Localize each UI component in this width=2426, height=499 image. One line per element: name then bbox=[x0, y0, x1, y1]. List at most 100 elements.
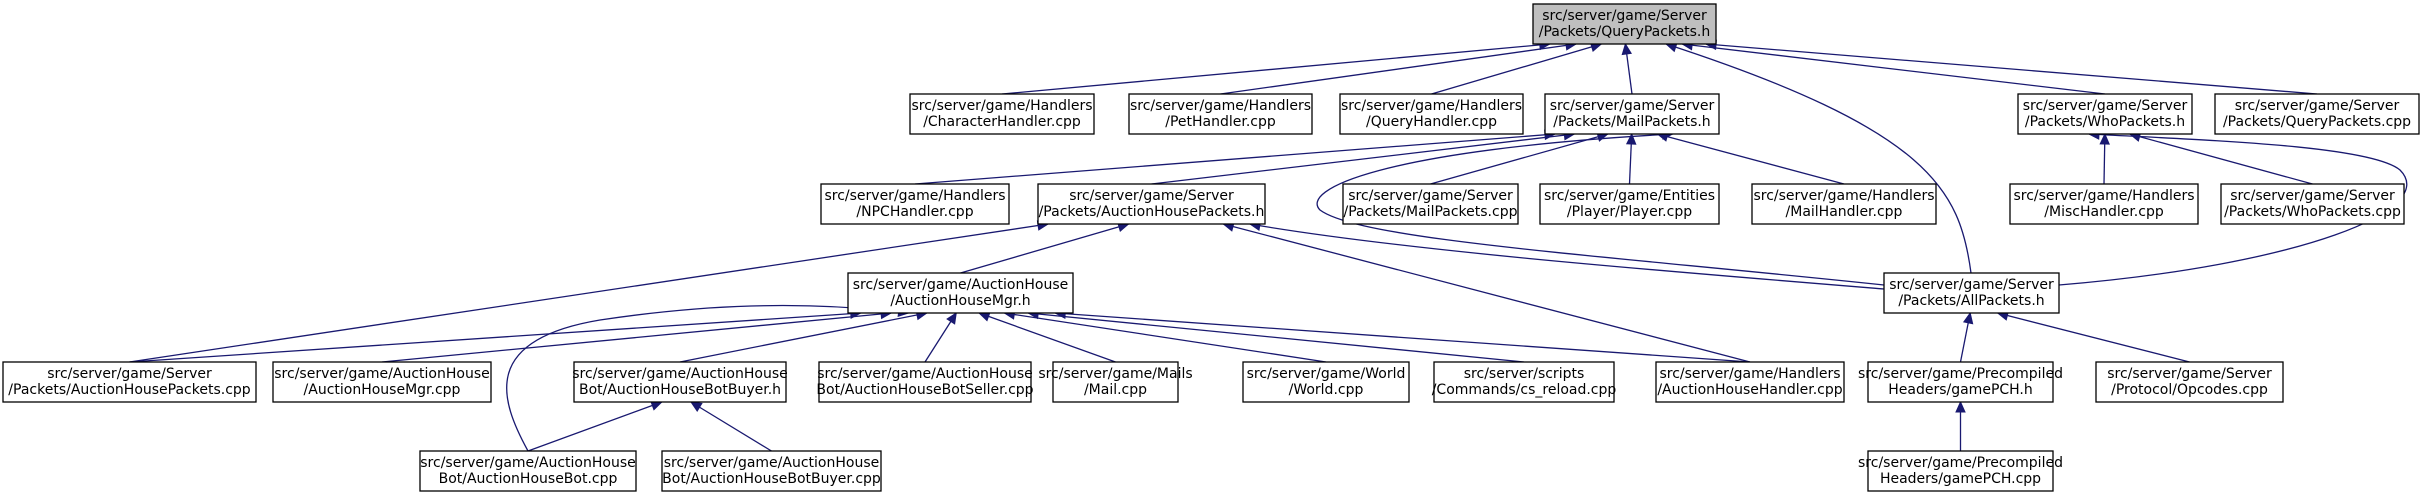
node-label-line-2: /World.cpp bbox=[1289, 382, 1364, 398]
arrowhead-n0-n4 bbox=[1621, 42, 1633, 56]
node-label-line-2: Bot/AuctionHouseBot.cpp bbox=[439, 471, 618, 487]
arrowhead-n14-n19 bbox=[946, 311, 957, 325]
node-n1[interactable]: src/server/game/Handlers/CharacterHandle… bbox=[909, 93, 1095, 135]
node-box bbox=[2095, 361, 2284, 403]
edge-n14-n18 bbox=[679, 312, 927, 363]
node-n9[interactable]: src/server/game/Server/Packets/MailPacke… bbox=[1342, 183, 1519, 225]
node-n11[interactable]: src/server/game/Handlers/MailHandler.cpp bbox=[1751, 183, 1937, 225]
edge-n4-n7 bbox=[914, 133, 1556, 185]
node-label-line-2: Bot/AuctionHouseBotBuyer.cpp bbox=[662, 471, 881, 487]
node-n5[interactable]: src/server/game/Server/Packets/WhoPacket… bbox=[2017, 93, 2193, 135]
edge-n0-n5 bbox=[1682, 43, 2106, 95]
node-n16[interactable]: src/server/game/Server/Packets/AuctionHo… bbox=[2, 361, 257, 403]
node-n10[interactable]: src/server/game/Entities/Player/Player.c… bbox=[1539, 183, 1720, 225]
node-box bbox=[2220, 183, 2405, 225]
node-label-line-2: /MailHandler.cpp bbox=[1786, 204, 1903, 220]
node-label-line-1: src/server/game/Server bbox=[1889, 277, 2054, 293]
arrowhead-n24-n28 bbox=[1955, 400, 1966, 413]
node-box bbox=[1342, 183, 1519, 225]
node-label-line-1: src/server/scripts bbox=[1464, 366, 1585, 382]
node-label-line-1: src/server/game/AuctionHouse bbox=[817, 366, 1032, 382]
node-box bbox=[1883, 272, 2060, 314]
node-n17[interactable]: src/server/game/AuctionHouse/AuctionHous… bbox=[272, 361, 492, 403]
node-label-line-1: src/server/game/Server bbox=[1550, 98, 1715, 114]
node-label-line-2: /NPCHandler.cpp bbox=[856, 204, 973, 220]
node-label-line-2: /Packets/QueryPackets.cpp bbox=[2223, 114, 2411, 130]
node-label-line-2: /Commands/cs_reload.cpp bbox=[1432, 382, 1617, 398]
node-n15[interactable]: src/server/game/Server/Packets/AllPacket… bbox=[1883, 272, 2060, 314]
node-n2[interactable]: src/server/game/Handlers/PetHandler.cpp bbox=[1128, 93, 1313, 135]
edge-n14-n17 bbox=[381, 312, 892, 363]
node-n12[interactable]: src/server/game/Handlers/MiscHandler.cpp bbox=[2009, 183, 2199, 225]
node-label-line-1: src/server/game/AuctionHouse bbox=[572, 366, 787, 382]
edge-n8-n15 bbox=[1249, 223, 1885, 290]
node-n25[interactable]: src/server/game/Server/Protocol/Opcodes.… bbox=[2095, 361, 2284, 403]
edge-n4-n15 bbox=[1316, 133, 1885, 286]
edge-n4-n11 bbox=[1657, 133, 1845, 185]
node-label-line-1: src/server/game/World bbox=[1247, 366, 1406, 382]
node-n22[interactable]: src/server/scripts/Commands/cs_reload.cp… bbox=[1432, 361, 1617, 403]
node-box bbox=[419, 450, 637, 492]
node-label-line-1: src/server/game/AuctionHouse bbox=[274, 366, 489, 382]
edge-layer bbox=[129, 39, 2408, 452]
node-label-line-2: /PetHandler.cpp bbox=[1165, 114, 1276, 130]
node-n13[interactable]: src/server/game/Server/Packets/WhoPacket… bbox=[2220, 183, 2405, 225]
node-box bbox=[847, 272, 1074, 314]
node-box bbox=[272, 361, 492, 403]
node-label-line-1: src/server/game/AuctionHouse bbox=[853, 277, 1068, 293]
edge-n5-n13 bbox=[2129, 133, 2313, 185]
node-label-line-1: src/server/game/Server bbox=[1348, 188, 1513, 204]
node-box bbox=[573, 361, 787, 403]
node-n28[interactable]: src/server/game/PrecompiledHeaders/gameP… bbox=[1858, 450, 2063, 492]
node-box bbox=[1052, 361, 1179, 403]
node-label-line-1: src/server/game/Server bbox=[47, 366, 212, 382]
node-label-line-2: /CharacterHandler.cpp bbox=[923, 114, 1081, 130]
node-label-line-2: /Packets/MailPackets.h bbox=[1553, 114, 1710, 130]
node-n19[interactable]: src/server/game/AuctionHouseBot/AuctionH… bbox=[816, 361, 1034, 403]
edge-n0-n1 bbox=[1001, 43, 1550, 95]
edge-n0-n15 bbox=[1665, 43, 1972, 274]
node-n4[interactable]: src/server/game/Server/Packets/MailPacke… bbox=[1544, 93, 1720, 135]
node-label-line-2: Bot/AuctionHouseBotSeller.cpp bbox=[816, 382, 1033, 398]
node-n23[interactable]: src/server/game/Handlers/AuctionHouseHan… bbox=[1655, 361, 1845, 403]
node-label-line-1: src/server/game/Handlers bbox=[1659, 366, 1840, 382]
node-n27[interactable]: src/server/game/AuctionHouseBot/AuctionH… bbox=[661, 450, 882, 492]
edge-n14-n20 bbox=[978, 312, 1116, 363]
node-label-line-2: /Player/Player.cpp bbox=[1567, 204, 1692, 220]
node-n20[interactable]: src/server/game/Mails/Mail.cpp bbox=[1038, 361, 1193, 403]
node-n6[interactable]: src/server/game/Server/Packets/QueryPack… bbox=[2214, 93, 2420, 135]
node-label-line-1: src/server/game/Precompiled bbox=[1858, 366, 2063, 382]
node-label-line-2: /AuctionHouseMgr.h bbox=[890, 293, 1030, 309]
arrowhead-n4-n10 bbox=[1625, 132, 1637, 145]
node-label-line-1: src/server/game/Server bbox=[1069, 188, 1234, 204]
node-label-line-2: /Packets/WhoPackets.h bbox=[2025, 114, 2185, 130]
node-label-line-2: /Packets/WhoPackets.cpp bbox=[2224, 204, 2401, 220]
node-box bbox=[1539, 183, 1720, 225]
edge-n0-n6 bbox=[1705, 43, 2318, 95]
node-label-line-2: /MiscHandler.cpp bbox=[2044, 204, 2164, 220]
node-n0[interactable]: src/server/game/Server/Packets/QueryPack… bbox=[1532, 3, 1717, 45]
node-n21[interactable]: src/server/game/World/World.cpp bbox=[1242, 361, 1410, 403]
node-n7[interactable]: src/server/game/Handlers/NPCHandler.cpp bbox=[820, 183, 1010, 225]
node-n14[interactable]: src/server/game/AuctionHouse/AuctionHous… bbox=[847, 272, 1074, 314]
node-n3[interactable]: src/server/game/Handlers/QueryHandler.cp… bbox=[1339, 93, 1524, 135]
edge-n8-n23 bbox=[1223, 223, 1751, 363]
node-n26[interactable]: src/server/game/AuctionHouseBot/AuctionH… bbox=[419, 450, 637, 492]
node-box bbox=[1339, 93, 1524, 135]
node-label-line-2: /AuctionHouseHandler.cpp bbox=[1657, 382, 1842, 398]
node-box bbox=[1037, 183, 1266, 225]
node-label-line-1: src/server/game/Server bbox=[2230, 188, 2395, 204]
node-box bbox=[818, 361, 1032, 403]
node-n8[interactable]: src/server/game/Server/Packets/AuctionHo… bbox=[1037, 183, 1266, 225]
node-label-line-1: src/server/game/Handlers bbox=[824, 188, 1005, 204]
node-box bbox=[2, 361, 257, 403]
node-box bbox=[1128, 93, 1313, 135]
edge-n8-n14 bbox=[960, 223, 1129, 274]
node-label-line-1: src/server/game/Precompiled bbox=[1858, 455, 2063, 471]
node-n18[interactable]: src/server/game/AuctionHouseBot/AuctionH… bbox=[572, 361, 788, 403]
edge-n18-n26 bbox=[527, 401, 662, 452]
node-label-line-2: /Packets/AuctionHousePackets.cpp bbox=[8, 382, 250, 398]
node-box bbox=[2009, 183, 2199, 225]
node-label-line-2: /Packets/QueryPackets.h bbox=[1539, 24, 1711, 40]
node-n24[interactable]: src/server/game/PrecompiledHeaders/gameP… bbox=[1858, 361, 2063, 403]
